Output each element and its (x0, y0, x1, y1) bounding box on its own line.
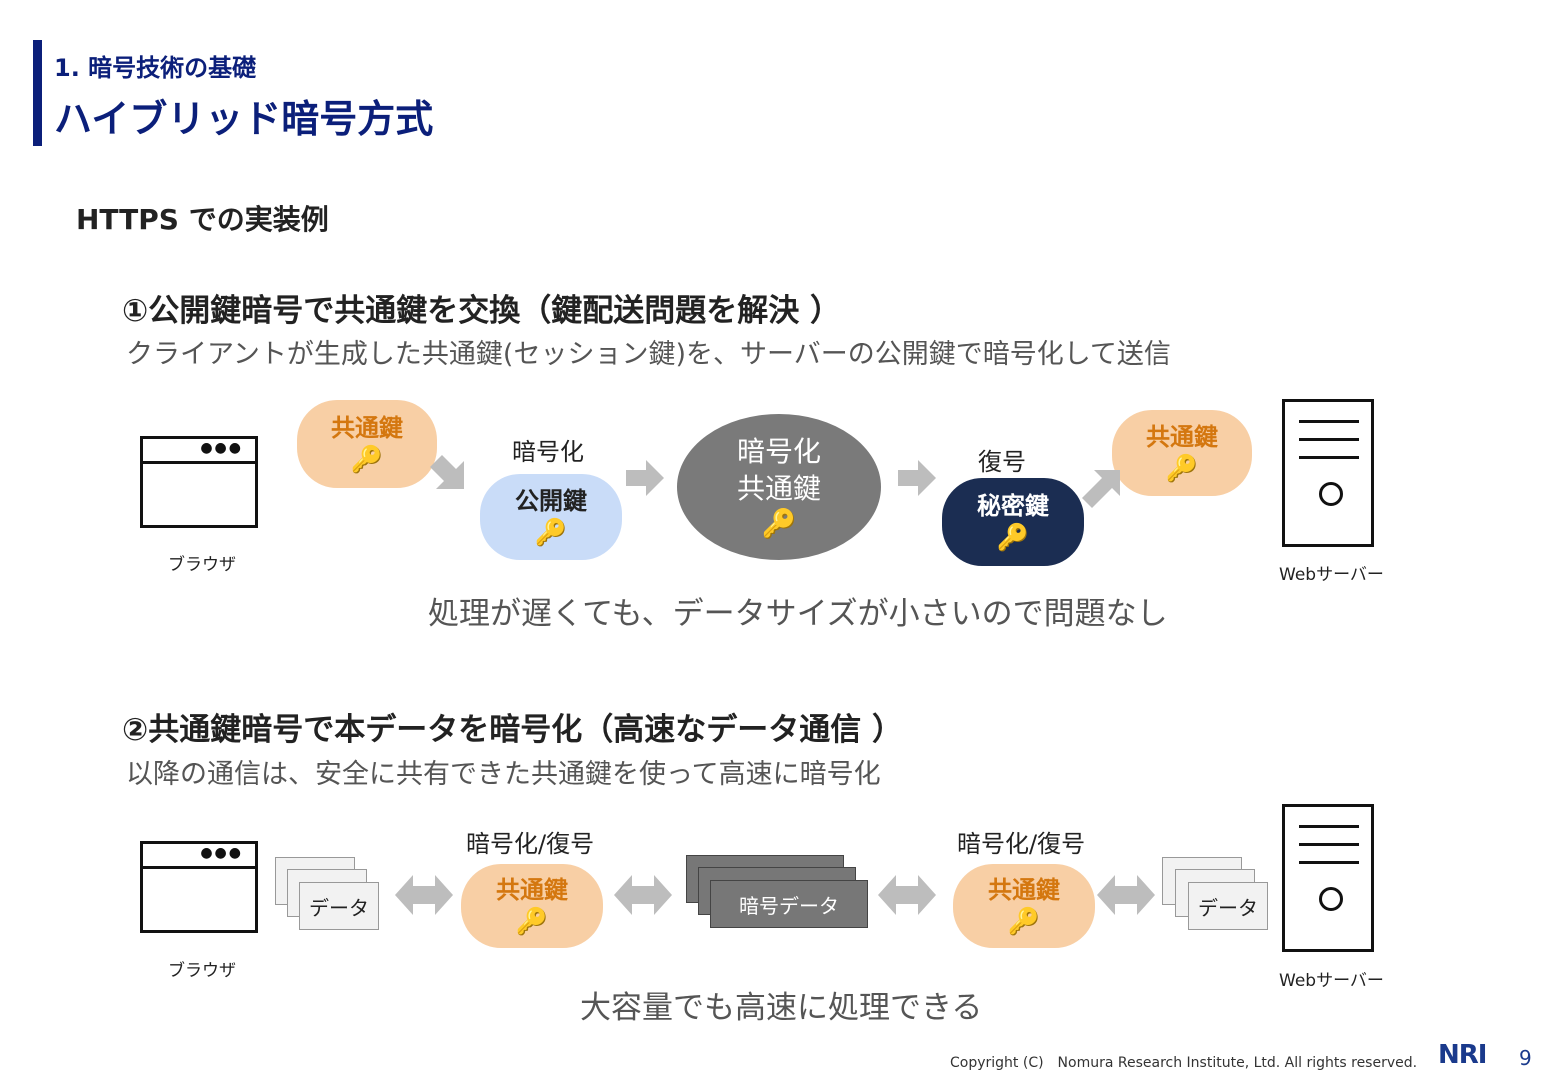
step1-note: 処理が遅くても、データサイズが小さいので問題なし (428, 596, 1168, 632)
enc-dec-label: 暗号化/復号 (466, 830, 595, 858)
data-sheet-server: データ (1188, 882, 1268, 930)
server-label: Webサーバー (1279, 971, 1384, 991)
step2-heading: ②共通鍵暗号で本データを暗号化（高速なデータ通信 ） (122, 712, 904, 748)
public-key: 公開鍵 🔑 (480, 474, 622, 560)
browser-dots-icon: ●●● (200, 440, 243, 456)
shared-key-label: 共通鍵 (1146, 422, 1218, 451)
key-icon: 🔑 (996, 523, 1030, 554)
page-title: ハイブリッド暗号方式 (54, 97, 434, 141)
shared-key-server: 共通鍵 🔑 (953, 864, 1095, 948)
shared-key-label: 共通鍵 (331, 413, 403, 442)
key-icon: 🔑 (1007, 907, 1041, 938)
shared-key-server: 共通鍵 🔑 (1112, 410, 1252, 496)
private-key: 秘密鍵 🔑 (942, 478, 1084, 566)
bidirectional-arrow-icon (395, 875, 453, 915)
decrypt-label: 復号 (978, 448, 1026, 476)
browser-label: ブラウザ (168, 961, 236, 981)
nri-logo: NRI (1438, 1040, 1487, 1070)
section-label: 1. 暗号技術の基礎 (54, 54, 257, 82)
key-icon: 🔑 (515, 907, 549, 938)
browser-window-icon: ●●● (140, 436, 258, 528)
server-icon (1282, 399, 1374, 547)
arrow-diagonal-up-icon (1082, 470, 1120, 508)
shared-key-client: 共通鍵 🔑 (461, 864, 603, 948)
arrow-right-icon (626, 460, 664, 496)
browser-window-icon: ●●● (140, 841, 258, 933)
encrypted-shared-key: 暗号化 共通鍵 🔑 (677, 414, 881, 560)
shared-key-label: 共通鍵 (496, 875, 568, 904)
enc-dec-label: 暗号化/復号 (957, 830, 1086, 858)
server-label: Webサーバー (1279, 565, 1384, 585)
step1-heading: ①公開鍵暗号で共通鍵を交換（鍵配送問題を解決 ） (122, 293, 842, 329)
browser-label: ブラウザ (168, 555, 236, 575)
bidirectional-arrow-icon (878, 875, 936, 915)
arrow-right-icon (898, 460, 936, 496)
key-icon: 🔑 (350, 445, 384, 476)
subtitle: HTTPS での実装例 (76, 203, 329, 236)
copyright: Copyright (C) Nomura Research Institute,… (950, 1055, 1418, 1071)
arrow-diagonal-down-icon (430, 455, 464, 489)
private-key-label: 秘密鍵 (977, 491, 1049, 520)
title-accent-bar (33, 40, 42, 146)
step2-note: 大容量でも高速に処理できる (580, 990, 983, 1026)
public-key-label: 公開鍵 (515, 486, 587, 515)
bidirectional-arrow-icon (614, 875, 672, 915)
data-sheet-client: データ (299, 882, 379, 930)
encrypted-data: 暗号データ (710, 880, 868, 928)
key-icon: 🔑 (534, 518, 568, 549)
encrypt-label: 暗号化 (512, 438, 584, 466)
encrypted-line1: 暗号化 (736, 435, 821, 469)
shared-key-label: 共通鍵 (988, 875, 1060, 904)
step1-description: クライアントが生成した共通鍵(セッション鍵)を、サーバーの公開鍵で暗号化して送信 (126, 339, 1171, 370)
key-icon: 🔑 (1165, 454, 1199, 485)
page-number: 9 (1519, 1046, 1532, 1070)
shared-key-client: 共通鍵 🔑 (297, 400, 437, 488)
browser-dots-icon: ●●● (200, 845, 243, 861)
bidirectional-arrow-icon (1097, 875, 1155, 915)
server-icon (1282, 804, 1374, 952)
key-icon: 🔑 (761, 506, 797, 540)
step2-description: 以降の通信は、安全に共有できた共通鍵を使って高速に暗号化 (126, 759, 881, 790)
encrypted-line2: 共通鍵 (736, 471, 821, 505)
